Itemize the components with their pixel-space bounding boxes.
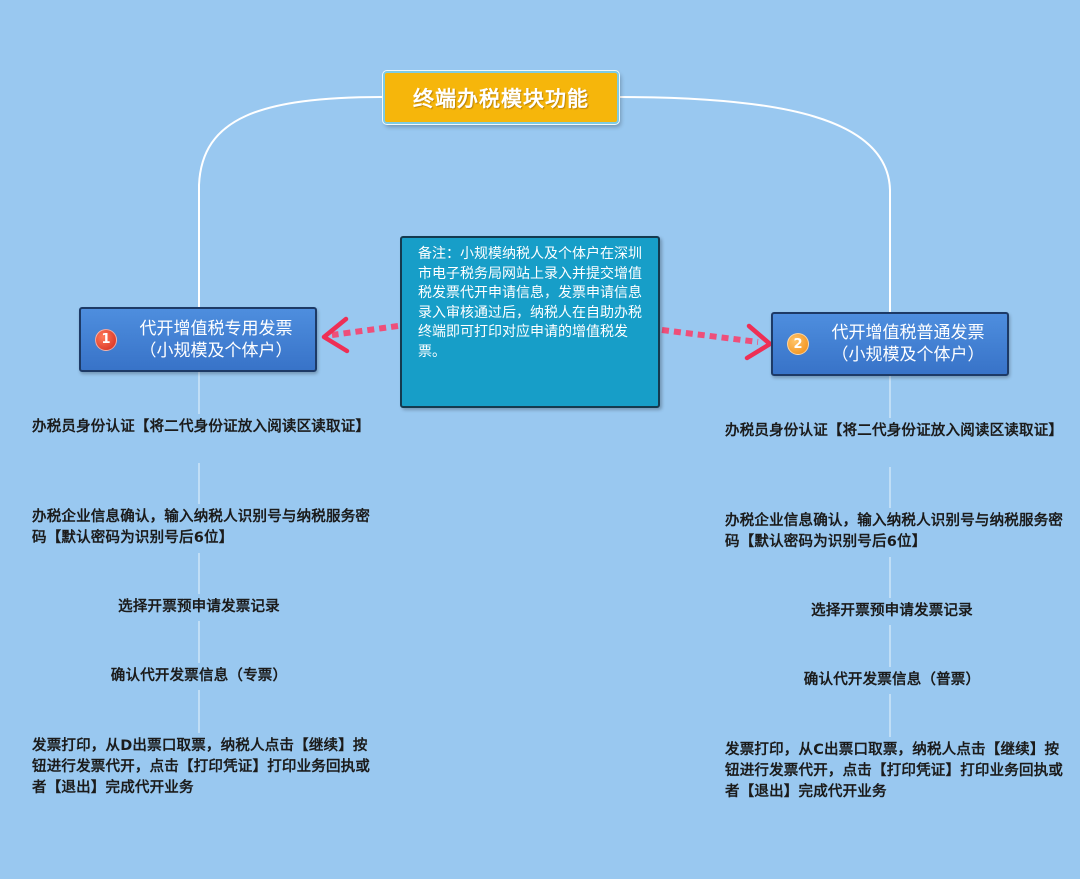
branch-vat-general-invoice: 2 代开增值税普通发票 （小规模及个体户）	[771, 312, 1009, 376]
left-step-company-confirm: 办税企业信息确认，输入纳税人识别号与纳税服务密码【默认密码为识别号后6位】	[32, 509, 371, 546]
right-step-select-record: 选择开票预申请发票记录	[811, 603, 973, 619]
note-text: 备注：小规模纳税人及个体户在深圳市电子税务局网站上录入并提交增值税发票代开申请信…	[418, 246, 642, 360]
branch-vat-special-invoice: 1 代开增值税专用发票 （小规模及个体户）	[79, 307, 317, 372]
root-to-left-connector	[198, 96, 384, 307]
branch-subtitle: （小规模及个体户）	[139, 340, 293, 361]
right-step-id-verification: 办税员身份认证【将二代身份证放入阅读区读取证】	[725, 423, 1064, 439]
note-to-right-arrow	[661, 323, 773, 361]
root-to-right-connector	[618, 96, 891, 312]
root-topic-title: 终端办税模块功能	[413, 85, 589, 111]
branch-title: 代开增值税专用发票	[139, 318, 293, 339]
branch-title: 代开增值税普通发票	[831, 323, 985, 343]
right-step-company-confirm: 办税企业信息确认，输入纳税人识别号与纳税服务密码【默认密码为识别号后6位】	[725, 513, 1064, 550]
root-topic: 终端办税模块功能	[383, 71, 619, 124]
left-step-confirm-info: 确认代开发票信息（专票）	[110, 668, 288, 684]
right-step-confirm-info: 确认代开发票信息（普票）	[803, 672, 981, 688]
note-to-left-arrow	[321, 316, 399, 354]
left-step-select-record: 选择开票预申请发票记录	[118, 599, 280, 615]
number-one-badge-icon: 1	[95, 328, 117, 351]
branch-subtitle: （小规模及个体户）	[831, 345, 985, 365]
left-step-print-invoice: 发票打印，从D出票口取票，纳税人点击【继续】按钮进行发票代开，点击【打印凭证】打…	[32, 738, 371, 796]
left-step-id-verification: 办税员身份认证【将二代身份证放入阅读区读取证】	[32, 419, 371, 435]
right-step-print-invoice: 发票打印，从C出票口取票，纳税人点击【继续】按钮进行发票代开，点击【打印凭证】打…	[725, 742, 1064, 800]
number-two-badge-icon: 2	[787, 333, 809, 355]
note-callout: 备注：小规模纳税人及个体户在深圳市电子税务局网站上录入并提交增值税发票代开申请信…	[400, 236, 660, 408]
